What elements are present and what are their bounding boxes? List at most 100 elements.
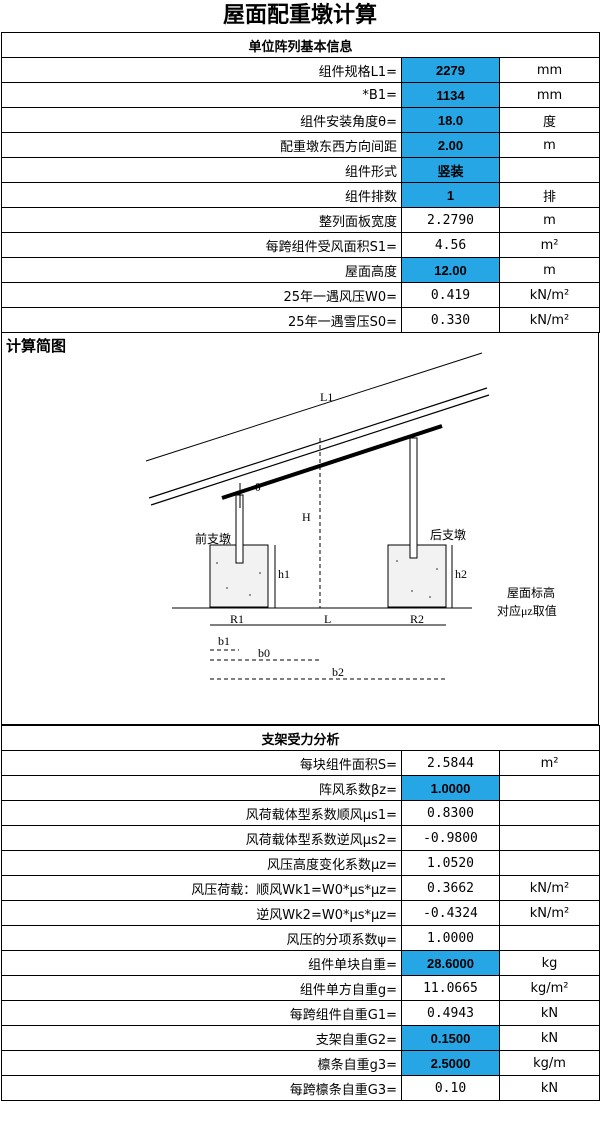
input-cell[interactable]: 12.00: [401, 257, 500, 283]
unit-cell: m: [499, 257, 600, 283]
value-cell: 2.5844: [401, 750, 500, 776]
unit-cell: 排: [499, 182, 600, 208]
dim-label-l: L: [324, 612, 331, 626]
unit-cell: [498, 800, 600, 826]
unit-cell: [498, 825, 600, 851]
unit-cell: kN: [498, 1025, 600, 1051]
unit-cell: m²: [498, 750, 600, 776]
row-label: 组件单块自重=: [1, 950, 402, 976]
row-label: 组件规格L1=: [1, 57, 402, 83]
section-header-basic-info: 单位阵列基本信息: [1, 32, 600, 58]
dim-label-l1: L1: [320, 390, 333, 404]
module-bottom: [150, 394, 490, 506]
row-label: 风压荷载：顺风Wk1=W0*μs*μz=: [1, 875, 402, 901]
unit-cell: kN/m²: [499, 282, 600, 308]
row-label: 风荷载体型系数顺风μs1=: [1, 800, 402, 826]
support-structure-drawing: L1 H θ h1 h2 前支墩 后支墩 屋面标高 对应μz取值 R1 L R2…: [145, 352, 557, 680]
dim-label-b0: b0: [258, 646, 270, 660]
input-cell[interactable]: 1134: [401, 82, 500, 108]
unit-cell: [498, 850, 600, 876]
row-label: 每跨组件受风面积S1=: [1, 232, 402, 258]
value-cell: 0.8300: [401, 800, 500, 826]
value-cell: 0.4943: [401, 1000, 500, 1026]
table-row: 风荷载体型系数逆风μs2=-0.9800: [1, 825, 600, 851]
unit-cell: m: [499, 132, 600, 158]
value-cell: -0.4324: [401, 900, 500, 926]
row-label: 配重墩东西方向间距: [1, 132, 402, 158]
value-cell: 1.0000: [401, 925, 500, 951]
row-label: 每块组件面积S=: [1, 750, 402, 776]
input-cell[interactable]: 2279: [401, 57, 500, 83]
value-cell: 11.0665: [401, 975, 500, 1001]
module-top: [148, 387, 488, 499]
input-cell[interactable]: 2.00: [401, 132, 500, 158]
dim-label-r1: R1: [230, 612, 244, 626]
row-label: 组件形式: [1, 157, 402, 183]
row-label: 风荷载体型系数逆风μs2=: [1, 825, 402, 851]
value-cell: 0.3662: [401, 875, 500, 901]
input-cell[interactable]: 竖装: [401, 157, 500, 183]
dim-label-h: H: [302, 510, 311, 524]
value-cell: 4.56: [401, 232, 500, 258]
unit-cell: 度: [499, 107, 600, 133]
row-label: 每跨檩条自重G3=: [1, 1075, 402, 1101]
label-rear-pier: 后支墩: [430, 528, 466, 542]
section-header-force-analysis: 支架受力分析: [0, 725, 600, 751]
row-label: 组件单方自重g=: [1, 975, 402, 1001]
input-cell[interactable]: 0.1500: [401, 1025, 500, 1051]
dim-label-b1: b1: [218, 634, 230, 648]
unit-cell: kN/m²: [498, 875, 600, 901]
input-cell[interactable]: 18.0: [401, 107, 500, 133]
dim-label-b2: b2: [332, 665, 344, 679]
unit-cell: m: [499, 207, 600, 233]
diagram-title: 计算简图: [6, 337, 67, 355]
unit-cell: kN/m²: [498, 900, 600, 926]
input-cell[interactable]: 28.6000: [401, 950, 500, 976]
rear-post: [409, 437, 418, 559]
input-cell[interactable]: 1.0000: [401, 775, 500, 801]
label-front-pier: 前支墩: [195, 531, 231, 546]
unit-cell: kN: [498, 1000, 600, 1026]
unit-cell: [498, 925, 600, 951]
row-label: 整列面板宽度: [1, 207, 402, 233]
unit-cell: m²: [499, 232, 600, 258]
input-cell[interactable]: 2.5000: [401, 1050, 500, 1076]
unit-cell: kg: [498, 950, 600, 976]
unit-cell: [499, 157, 600, 183]
unit-cell: kN/m²: [499, 307, 600, 333]
row-label: *B1=: [1, 82, 402, 108]
unit-cell: kg/m²: [498, 975, 600, 1001]
input-cell[interactable]: 1: [401, 182, 500, 208]
label-roof-muz: 对应μz取值: [497, 603, 557, 618]
row-label: 25年一遇风压W0=: [1, 282, 402, 308]
pier-texture: [216, 560, 438, 598]
row-label: 组件排数: [1, 182, 402, 208]
value-cell: 0.330: [401, 307, 500, 333]
row-label: 逆风Wk2=W0*μs*μz=: [1, 900, 402, 926]
row-label: 檩条自重g3=: [1, 1050, 402, 1076]
unit-cell: mm: [499, 57, 600, 83]
unit-cell: [498, 775, 600, 801]
dim-label-h2: h2: [455, 567, 467, 581]
unit-cell: mm: [499, 82, 600, 108]
row-label: 25年一遇雪压S0=: [1, 307, 402, 333]
value-cell: 0.10: [401, 1075, 500, 1101]
value-cell: -0.9800: [401, 825, 500, 851]
label-roof-elevation: 屋面标高: [507, 585, 555, 600]
